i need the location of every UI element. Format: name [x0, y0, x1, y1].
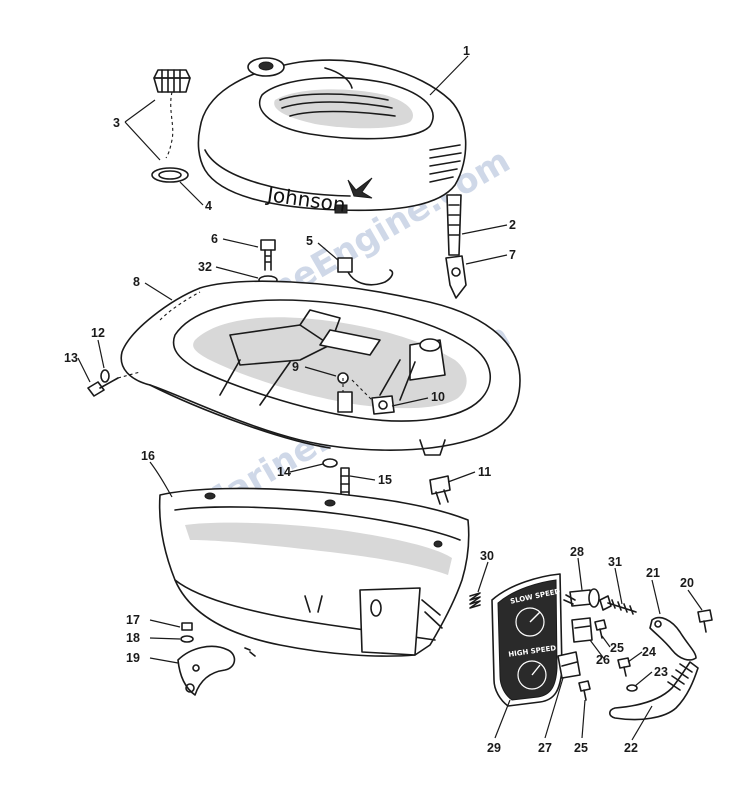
- callout-labels: 1 2 3 4 5 6 7 8 9 10 11 12 13 14 15 16 1…: [64, 44, 694, 755]
- callout-28: 28: [570, 545, 584, 559]
- part-26-clip: [571, 617, 593, 643]
- callout-23: 23: [654, 665, 668, 679]
- callout-32: 32: [198, 260, 212, 274]
- callout-7: 7: [509, 248, 516, 262]
- callout-15: 15: [378, 473, 392, 487]
- part-19-bracket: [177, 645, 236, 696]
- part-3-filler-cap: [153, 69, 191, 159]
- part-11-screw: [429, 475, 451, 505]
- callout-19: 19: [126, 651, 140, 665]
- part-25-screw-upper: [594, 619, 607, 639]
- part-10-pivot: [371, 395, 395, 415]
- part-4-gasket: [151, 167, 189, 183]
- part-6-bolt: [260, 239, 276, 271]
- part-24-screw: [617, 657, 631, 677]
- part-1-top-cover: Johnson: [197, 57, 467, 217]
- callout-24: 24: [642, 645, 656, 659]
- misc-fragments: [244, 647, 256, 657]
- callout-14: 14: [277, 465, 291, 479]
- callout-16: 16: [141, 449, 155, 463]
- callout-5: 5: [306, 234, 313, 248]
- callout-12: 12: [91, 326, 105, 340]
- part-21-lever: [649, 616, 697, 661]
- callout-29: 29: [487, 741, 501, 755]
- callout-17: 17: [126, 613, 140, 627]
- part-30-spring: [469, 592, 481, 609]
- part-16-lower-shroud: [158, 487, 470, 657]
- part-9-link: [337, 372, 373, 413]
- part-25-screw-lower: [578, 680, 591, 701]
- part-20-screw: [697, 609, 713, 633]
- part-5-wire: [337, 257, 394, 286]
- callout-31: 31: [608, 555, 622, 569]
- callout-22: 22: [624, 741, 638, 755]
- callout-6: 6: [211, 232, 218, 246]
- callout-20: 20: [680, 576, 694, 590]
- leader-lines: [77, 55, 703, 741]
- part-27-clip: [557, 651, 581, 679]
- callout-10: 10: [431, 390, 445, 404]
- part-8-support-plate: [120, 280, 521, 456]
- part-29-speed-plate: SLOW SPEED HIGH SPEED: [491, 573, 563, 707]
- part-7-clip: [445, 255, 467, 299]
- part-12-washer: [100, 369, 110, 383]
- part-28-knob: [563, 588, 600, 608]
- callout-9: 9: [292, 360, 299, 374]
- callout-11: 11: [478, 465, 491, 479]
- part-22-handle-grip: [608, 661, 699, 721]
- callout-13: 13: [64, 351, 78, 365]
- callout-4: 4: [205, 199, 212, 213]
- part-31-screw: [599, 595, 637, 615]
- callout-21: 21: [646, 566, 660, 580]
- part-14-washer: [322, 458, 338, 468]
- part-23-washer: [626, 684, 638, 692]
- callout-1: 1: [463, 44, 470, 58]
- part-17-screw: [181, 622, 193, 631]
- callout-8: 8: [133, 275, 140, 289]
- part-2-stud: [446, 194, 462, 256]
- callout-25: 25: [610, 641, 624, 655]
- callout-18: 18: [126, 631, 140, 645]
- part-13-screw: [87, 371, 141, 397]
- callout-26: 26: [596, 653, 610, 667]
- callout-25-lower: 25: [574, 741, 588, 755]
- callout-30: 30: [480, 549, 494, 563]
- callout-2: 2: [509, 218, 516, 232]
- part-18-washer: [180, 635, 194, 643]
- callout-3: 3: [113, 116, 120, 130]
- callout-27: 27: [538, 741, 552, 755]
